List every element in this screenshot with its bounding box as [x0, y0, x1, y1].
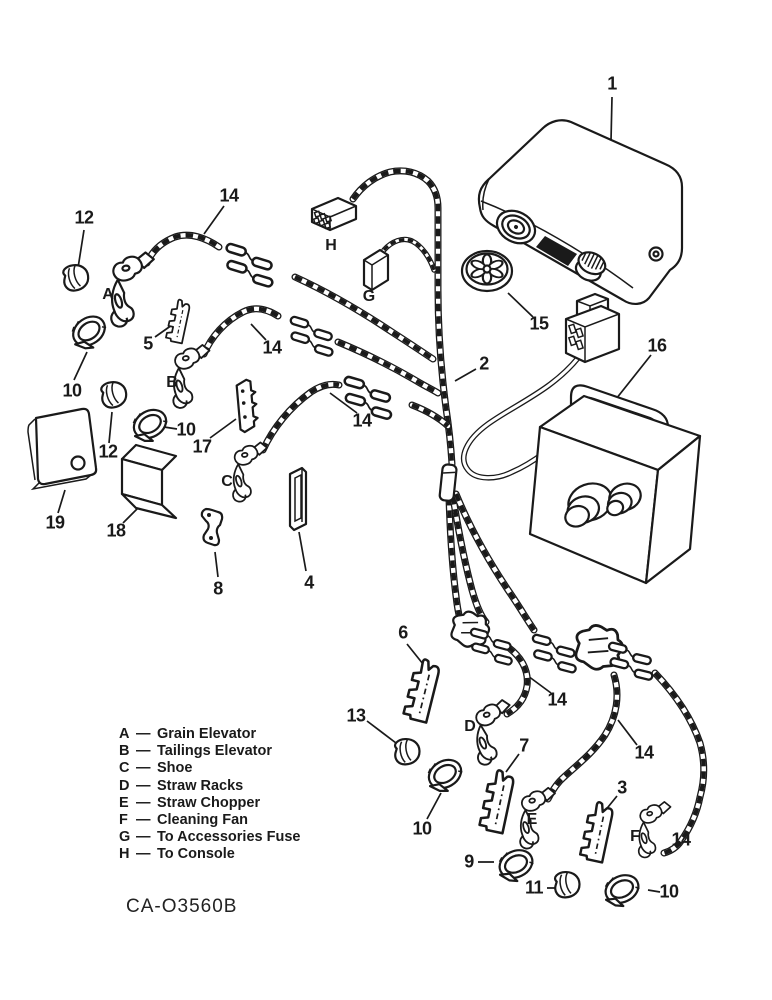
hose-clamp-10-bottom-left: [420, 752, 469, 799]
comb-bracket-7: [477, 767, 517, 835]
legend-label: Tailings Elevator: [157, 743, 272, 760]
legend-label: Cleaning Fan: [157, 812, 249, 829]
legend-key: D: [119, 777, 130, 794]
figure-code: CA-O3560B: [126, 896, 238, 917]
part-callout: 9: [464, 851, 474, 872]
part-callout: 8: [213, 578, 223, 599]
location-letter: F: [630, 828, 640, 845]
monitor-box-cable: [461, 355, 581, 481]
part-callout: 13: [346, 705, 366, 726]
comb-bracket-5: [164, 297, 192, 345]
mounting-plate-19: [27, 407, 98, 491]
control-knob: [460, 249, 514, 293]
part-callout: 7: [519, 735, 529, 756]
bracket-17: [235, 378, 259, 434]
part-callout: 6: [398, 622, 408, 643]
legend-row: B — Tailings Elevator: [119, 743, 300, 760]
part-callout: 14: [219, 185, 239, 206]
location-letter: A: [102, 286, 114, 303]
part-callout: 11: [524, 877, 544, 898]
part-callout: 12: [74, 207, 94, 228]
legend-row: C — Shoe: [119, 760, 300, 777]
legend-key: C: [119, 760, 130, 777]
legend-separator: —: [136, 726, 151, 742]
small-clamp-12-upper: [59, 260, 93, 294]
legend-key: H: [119, 846, 130, 863]
part-callout: 10: [659, 881, 679, 902]
small-clamp-11: [551, 868, 583, 901]
console-connector-h: [310, 196, 358, 232]
bracket-8: [200, 507, 224, 547]
monitor-console: [477, 119, 684, 305]
legend-label: Grain Elevator: [157, 726, 257, 742]
part-callout: 3: [617, 777, 627, 798]
part-callout: 15: [529, 313, 549, 334]
legend-key: G: [119, 829, 131, 846]
part-callout: 18: [106, 520, 126, 541]
location-letter: E: [526, 811, 538, 828]
channel-bracket-18: [120, 443, 178, 520]
small-clamp-13: [391, 735, 423, 768]
legend-label: Shoe: [157, 760, 193, 777]
part-callout: 14: [634, 742, 654, 763]
comb-bracket-6: [401, 656, 443, 724]
legend-separator: —: [136, 829, 151, 846]
legend-key: F: [119, 812, 128, 829]
legend-separator: —: [136, 760, 151, 777]
legend-row: F — Cleaning Fan: [119, 812, 300, 829]
harness-sleeve: [438, 463, 458, 502]
part-callout: 10: [62, 380, 82, 401]
part-callout: 14: [262, 337, 282, 358]
hose-clamp-10-bottom-right: [597, 868, 646, 913]
monitor-box: [528, 384, 702, 585]
legend-separator: —: [136, 794, 151, 811]
legend-row: G — To Accessories Fuse: [119, 829, 300, 846]
legend-separator: —: [136, 743, 151, 760]
legend-row: D — Straw Racks: [119, 778, 300, 795]
part-callout: 14: [671, 829, 691, 850]
part-callout: 12: [98, 441, 118, 462]
legend-row: H — To Console: [119, 846, 300, 863]
small-clamp-12-lower: [97, 377, 131, 411]
part-callout: 4: [304, 572, 314, 593]
part-callout: 5: [143, 333, 153, 354]
part-callout: 2: [479, 353, 489, 374]
legend-separator: —: [136, 812, 151, 829]
hose-clamp-10-mid-left: [125, 402, 174, 449]
part-callout: 10: [412, 818, 432, 839]
legend-row: E — Straw Chopper: [119, 795, 300, 812]
location-letter: H: [325, 237, 337, 254]
part-callout: 10: [176, 419, 196, 440]
part-callout: 17: [192, 436, 212, 457]
fuse-connector-g: [362, 248, 390, 292]
legend-label: To Accessories Fuse: [157, 829, 301, 846]
legend-key: E: [119, 794, 129, 811]
legend-key: A: [119, 726, 130, 742]
hose-clamp-10-upper-left: [64, 308, 114, 357]
part-callout: 19: [45, 512, 65, 533]
legend-label: To Console: [157, 846, 235, 863]
legend: A — Grain Elevator B — Tailings Elevator…: [119, 726, 300, 864]
part-callout: 1: [607, 73, 617, 94]
legend-separator: —: [136, 777, 151, 794]
legend-key: B: [119, 743, 130, 760]
legend-label: Straw Racks: [157, 777, 244, 794]
location-letter: B: [166, 374, 178, 391]
location-letter: C: [221, 473, 233, 490]
comb-bracket-3: [578, 799, 616, 864]
location-letter: G: [362, 288, 376, 305]
connector-block: [564, 292, 621, 364]
part-callout: 14: [352, 410, 372, 431]
part-callout: 16: [647, 335, 667, 356]
strap-bracket-4: [288, 466, 308, 532]
legend-row: A — Grain Elevator: [119, 726, 300, 743]
part-callout: 14: [547, 689, 567, 710]
legend-label: Straw Chopper: [157, 794, 261, 811]
legend-separator: —: [136, 846, 151, 863]
location-letter: D: [464, 718, 476, 735]
